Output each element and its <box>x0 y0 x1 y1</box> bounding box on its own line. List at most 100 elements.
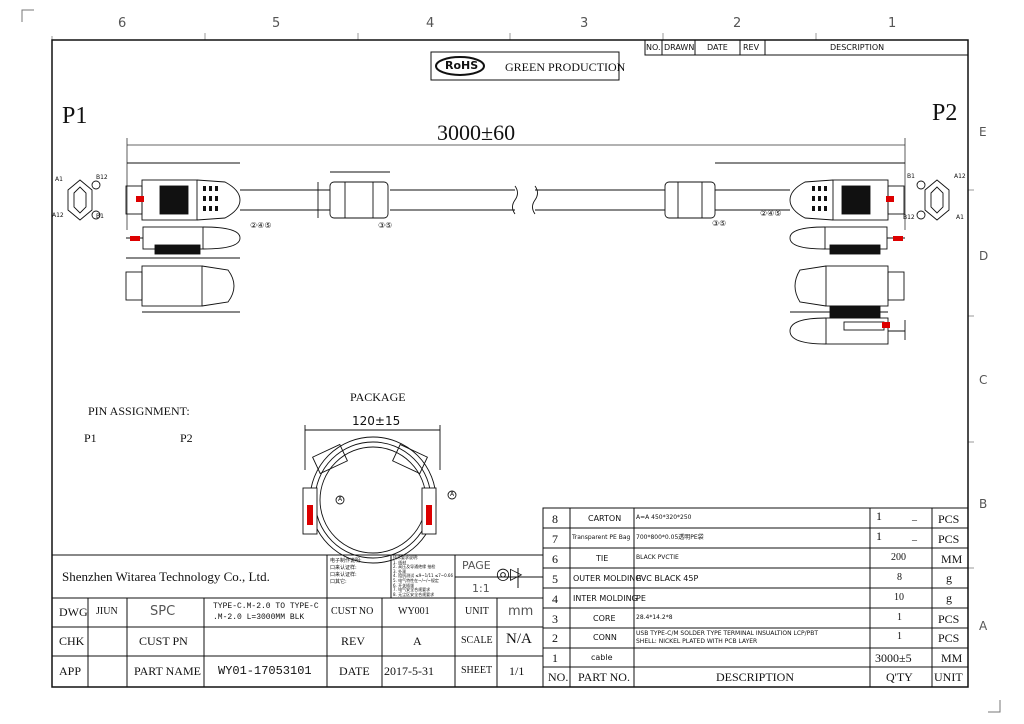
part-name-value: WY01-17053101 <box>218 664 312 678</box>
app-label: APP <box>59 664 82 678</box>
rev-value: A <box>413 634 422 648</box>
note-line: 4. 阻抗测试 ≤9~1/11 ≤7~0.66 <box>393 573 454 579</box>
package-label-a-left: A <box>338 496 343 503</box>
pin-left-a1: A1 <box>55 176 63 183</box>
bom-desc: PE <box>636 594 646 603</box>
pin-right-a1: A1 <box>956 214 964 221</box>
bom-no: 3 <box>552 612 558 626</box>
bom-qty-sub: – <box>912 515 917 526</box>
right-connector-extra-view <box>789 305 906 345</box>
bom-table-grid <box>542 507 969 688</box>
bom-no: 7 <box>552 532 558 546</box>
bom-qty: 1 <box>897 612 902 623</box>
zone-col-6: 6 <box>118 16 127 31</box>
pin-assignment-title: PIN ASSIGNMENT: <box>88 404 190 418</box>
bom-unit: PCS <box>938 512 960 526</box>
page-label: PAGE <box>462 559 491 572</box>
cable <box>240 185 790 215</box>
zone-ruler <box>51 33 974 569</box>
bom-desc-line2: SHELL: NICKEL PLATED WITH PCB LAYER <box>636 638 758 645</box>
bom-desc: PVC BLACK 45P <box>636 574 699 583</box>
note-line: 口来认证样: <box>330 572 357 578</box>
note-line: 3. 外观 <box>393 568 407 574</box>
notes-right: 技术要求说明: 1. 线材 2. 高压及导通绝缘 抽检 3. 外观 4. 阻抗测… <box>393 555 454 597</box>
note-line: 5. 电气特性在~/~/~规定 <box>393 577 439 583</box>
company-name: Shenzhen Witarea Technology Co., Ltd. <box>62 569 270 584</box>
note-line: 2. 高压及导通绝缘 抽检 <box>393 564 436 570</box>
rev-header-no: NO. <box>646 43 661 52</box>
cust-pn-label: CUST PN <box>139 634 188 648</box>
bom-qty: 3000±5 <box>875 651 912 665</box>
pin-left-b1: B1 <box>96 213 104 220</box>
scale-label: SCALE <box>461 635 493 646</box>
zone-row-a: A <box>979 619 988 633</box>
rev-header-rev: REV <box>743 43 760 52</box>
bom-unit: PCS <box>938 532 960 546</box>
bom-unit: PCS <box>938 612 960 626</box>
right-core <box>664 162 790 219</box>
right-connector-bottom-view <box>790 265 905 313</box>
zone-col-5: 5 <box>272 16 281 31</box>
bom-unit: g <box>946 591 952 605</box>
zone-col-2: 2 <box>733 16 742 31</box>
unit-value: mm <box>508 604 534 619</box>
rohs-box <box>430 51 620 81</box>
revision-block <box>644 39 969 56</box>
zone-row-b: B <box>979 497 988 511</box>
left-connector-ribs <box>203 186 218 211</box>
bom-qty-sub: – <box>912 535 917 546</box>
note-line: 8. 无尘区安全合规要求 <box>393 591 435 597</box>
rev-header-drawn: DRAWN <box>664 43 695 52</box>
bom-part: CORE <box>593 614 616 623</box>
callout-right-35: ③⑤ <box>712 219 727 228</box>
package-dimension: 120±15 <box>352 414 401 428</box>
right-connector-ribs <box>812 186 827 211</box>
rev-header-date: DATE <box>707 43 728 52</box>
cust-no-label: CUST NO <box>331 606 374 617</box>
bom-qty: 10 <box>894 592 904 603</box>
zone-col-1: 1 <box>888 16 897 31</box>
product-description-2: .M-2.0 L=3000MM BLK <box>213 613 305 622</box>
length-dimension <box>126 138 906 230</box>
cust-no-value: WY001 <box>398 606 430 617</box>
zone-row-e: E <box>979 125 987 139</box>
bom-no: 1 <box>552 651 558 665</box>
p1-label: P1 <box>62 103 88 129</box>
bom-unit: MM <box>941 651 963 665</box>
callout-right-245: ②④⑤ <box>760 209 782 218</box>
note-line: 6. 开关插拔 <box>393 582 415 588</box>
pin-right-a12: A12 <box>954 173 966 180</box>
bom-no: 5 <box>552 572 558 586</box>
dwg-value: JIUN <box>96 606 118 617</box>
rev-header-description: DESCRIPTION <box>830 43 885 52</box>
date-value: 2017-5-31 <box>384 664 434 678</box>
left-core <box>317 171 390 219</box>
zone-row-c: C <box>979 373 988 387</box>
title-block-grid <box>51 554 544 688</box>
bom-desc: BLACK PVCTIE <box>636 554 679 561</box>
length-label: 3000±60 <box>437 120 516 145</box>
date-label: DATE <box>339 664 370 678</box>
bom-no: 6 <box>552 552 558 566</box>
right-pin-face <box>916 179 950 221</box>
package-label-a-right: A <box>450 491 455 498</box>
bom-desc: USB TYPE-C/M SOLDER TYPE TERMINAL INSUAL… <box>636 630 819 637</box>
bom-header-qty: Q'TY <box>886 670 913 684</box>
left-connector-top-view <box>126 226 241 259</box>
bom-unit: PCS <box>938 631 960 645</box>
bom-part: CONN <box>593 633 617 642</box>
rohs-badge <box>435 56 485 76</box>
note-line: 电子制作说明: <box>330 558 362 564</box>
scale-value: N/A <box>506 631 532 647</box>
rev-label: REV <box>341 634 365 648</box>
bom-qty: 1 <box>876 509 882 523</box>
bom-no: 8 <box>552 512 558 526</box>
left-connector-bottom-view <box>125 265 240 313</box>
zone-col-3: 3 <box>580 16 589 31</box>
dwg-label: DWG <box>59 605 88 619</box>
pin-left-a12: A12 <box>52 212 64 219</box>
bom-header-no: NO. <box>548 670 569 684</box>
note-line: 7. 电气安全合规要求 <box>393 587 431 593</box>
pin-assignment-p1: P1 <box>84 431 97 445</box>
